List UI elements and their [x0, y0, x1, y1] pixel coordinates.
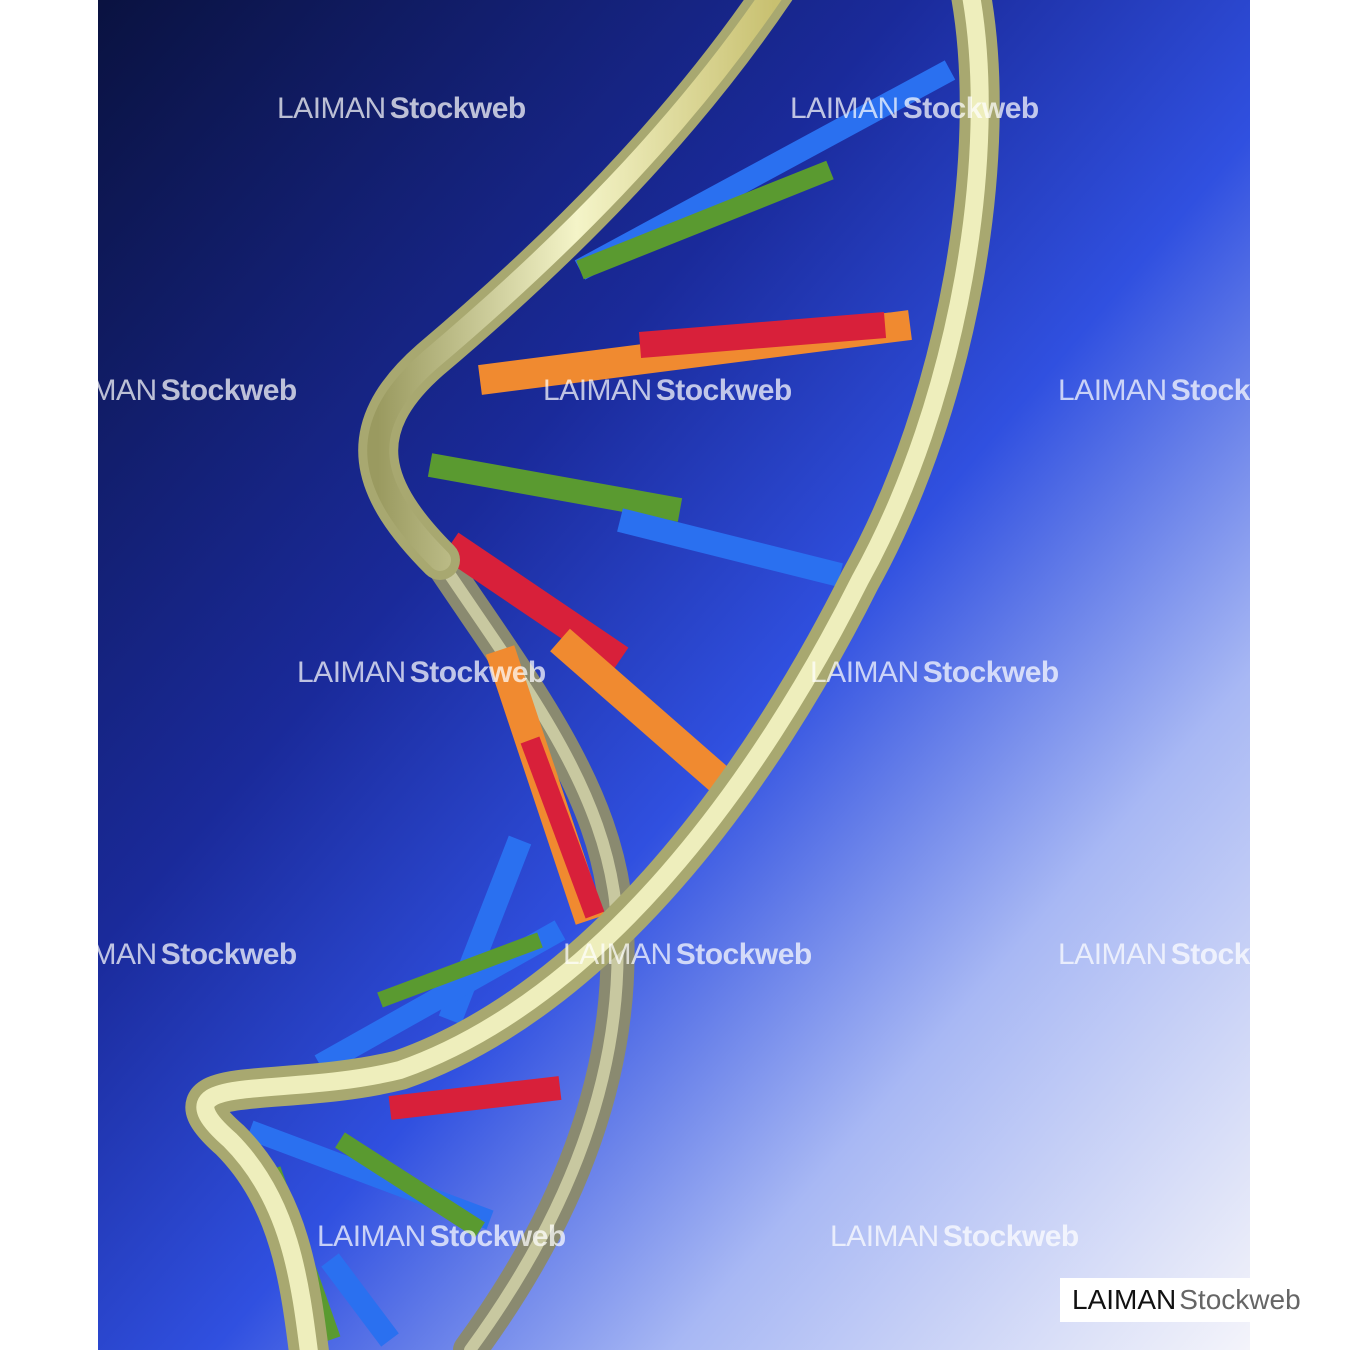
watermark-brand: LAIMAN [563, 938, 672, 971]
watermark-brand: LAIMAN [48, 938, 157, 971]
watermark-brand: LAIMAN [277, 92, 386, 125]
watermark-product: Stockweb [160, 374, 298, 407]
watermark-product: Stockweb [1170, 938, 1308, 971]
watermark-product: Stockweb [409, 656, 547, 689]
watermark-product: Stockweb [902, 92, 1040, 125]
watermark-brand: LAIMAN [790, 92, 899, 125]
watermark-brand: LAIMAN [297, 656, 406, 689]
watermark-brand: LAIMAN [830, 1220, 939, 1253]
logo-brand: LAIMAN [1072, 1284, 1177, 1315]
watermark-product: Stockweb [429, 1220, 567, 1253]
watermark-brand: LAIMAN [543, 374, 652, 407]
watermark-brand: LAIMAN [1058, 374, 1167, 407]
watermark-brand: LAIMAN [1058, 938, 1167, 971]
watermark-brand: LAIMAN [48, 374, 157, 407]
watermark-product: Stockweb [942, 1220, 1080, 1253]
watermark-brand: LAIMAN [317, 1220, 426, 1253]
watermark-product: Stockweb [389, 92, 527, 125]
watermark-product: Stockweb [675, 938, 813, 971]
watermark-brand: LAIMAN [810, 656, 919, 689]
front-strands [185, 0, 1000, 1350]
watermark-product: Stockweb [1170, 374, 1308, 407]
watermark-product: Stockweb [655, 374, 793, 407]
watermark-product: Stockweb [922, 656, 1060, 689]
watermark-product: Stockweb [160, 938, 298, 971]
logo-product: Stockweb [1179, 1284, 1301, 1315]
